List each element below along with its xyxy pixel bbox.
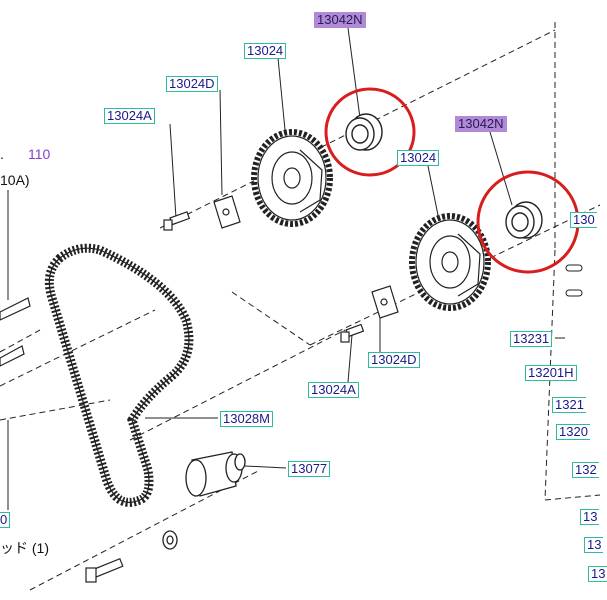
idler-pulley [185, 451, 246, 497]
label-edge-3[interactable]: 132 [572, 462, 599, 478]
label-13024-right[interactable]: 13024 [397, 150, 440, 166]
label-13024d-bottom[interactable]: 13024D [368, 352, 420, 368]
ref-code-text: 10A) [0, 172, 30, 188]
label-edge-6[interactable]: 13 [584, 537, 604, 553]
japanese-note: ッド (1) [0, 540, 49, 556]
upper-oil-seal [345, 113, 383, 151]
keys [213, 195, 399, 319]
dashed-frame-lines [0, 22, 601, 591]
label-13201h[interactable]: 13201H [525, 365, 577, 381]
cover-slots [565, 264, 583, 297]
bolts [85, 211, 365, 583]
label-edge-1[interactable]: 1321 [552, 397, 586, 413]
label-edge-7[interactable]: 13 [588, 566, 607, 582]
label-13042n-top[interactable]: 13042N [314, 12, 366, 28]
label-13077[interactable]: 13077 [288, 461, 331, 477]
label-edge-5[interactable]: 13 [580, 509, 600, 525]
upper-sprocket [251, 129, 333, 227]
left-mark: . [0, 146, 4, 162]
ref-number-110[interactable]: 110 [28, 146, 51, 162]
timing-belt [44, 243, 194, 507]
label-edge-2[interactable]: 1320 [556, 424, 590, 440]
lower-oil-seal [505, 201, 543, 239]
lower-sprocket [409, 213, 491, 311]
label-13024d-top[interactable]: 13024D [166, 76, 218, 92]
label-edge-top[interactable]: 130 [570, 212, 597, 228]
label-13042n-right[interactable]: 13042N [455, 116, 507, 132]
label-13024a-top[interactable]: 13024A [104, 108, 155, 124]
label-13231[interactable]: 13231 [510, 331, 553, 347]
label-left-edge[interactable]: 0 [0, 512, 11, 528]
left-studs [0, 297, 31, 367]
label-13024-top[interactable]: 13024 [244, 43, 287, 59]
label-13024a-bottom[interactable]: 13024A [308, 382, 359, 398]
washer [162, 530, 178, 550]
label-13028m[interactable]: 13028M [220, 411, 273, 427]
